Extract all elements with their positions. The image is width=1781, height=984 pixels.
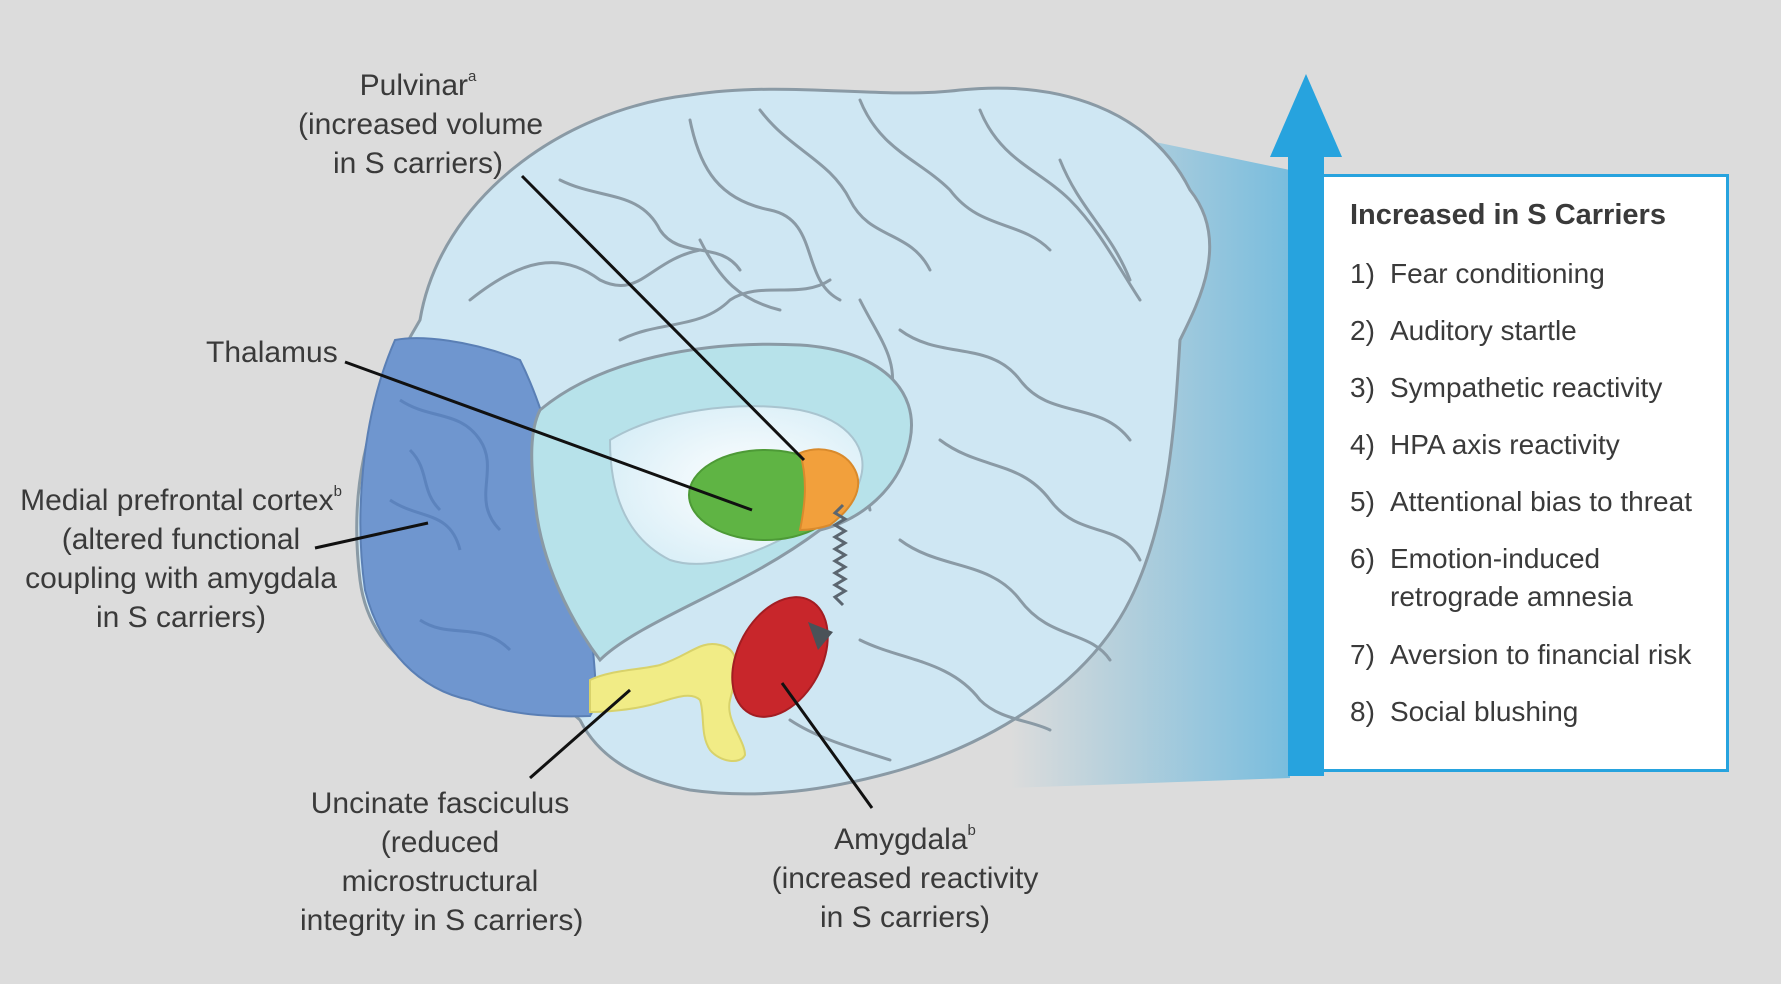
list-item: 3)Sympathetic reactivity — [1350, 369, 1662, 407]
thalamus-label: Thalamus — [206, 333, 338, 372]
uncinate-label: Uncinate fasciculus (reduced microstruct… — [300, 784, 580, 940]
list-item: 2)Auditory startle — [1350, 312, 1577, 350]
list-item: 8)Social blushing — [1350, 693, 1578, 731]
mpfc-label: Medial prefrontal cortexb (altered funct… — [16, 481, 346, 637]
pulvinar-label: Pulvinara (increased volume in S carrier… — [298, 66, 538, 183]
panel-title: Increased in S Carriers — [1350, 199, 1666, 232]
increase-arrow-head — [1270, 74, 1342, 157]
amygdala-label: Amygdalab (increased reactivity in S car… — [770, 820, 1040, 937]
list-item: 1)Fear conditioning — [1350, 255, 1605, 293]
list-item: 7)Aversion to financial risk — [1350, 636, 1691, 674]
effects-panel: Increased in S Carriers 1)Fear condition… — [1321, 174, 1729, 772]
list-item: 4)HPA axis reactivity — [1350, 426, 1620, 464]
increase-arrow-shaft — [1288, 150, 1324, 776]
list-item: 5)Attentional bias to threat — [1350, 483, 1692, 521]
